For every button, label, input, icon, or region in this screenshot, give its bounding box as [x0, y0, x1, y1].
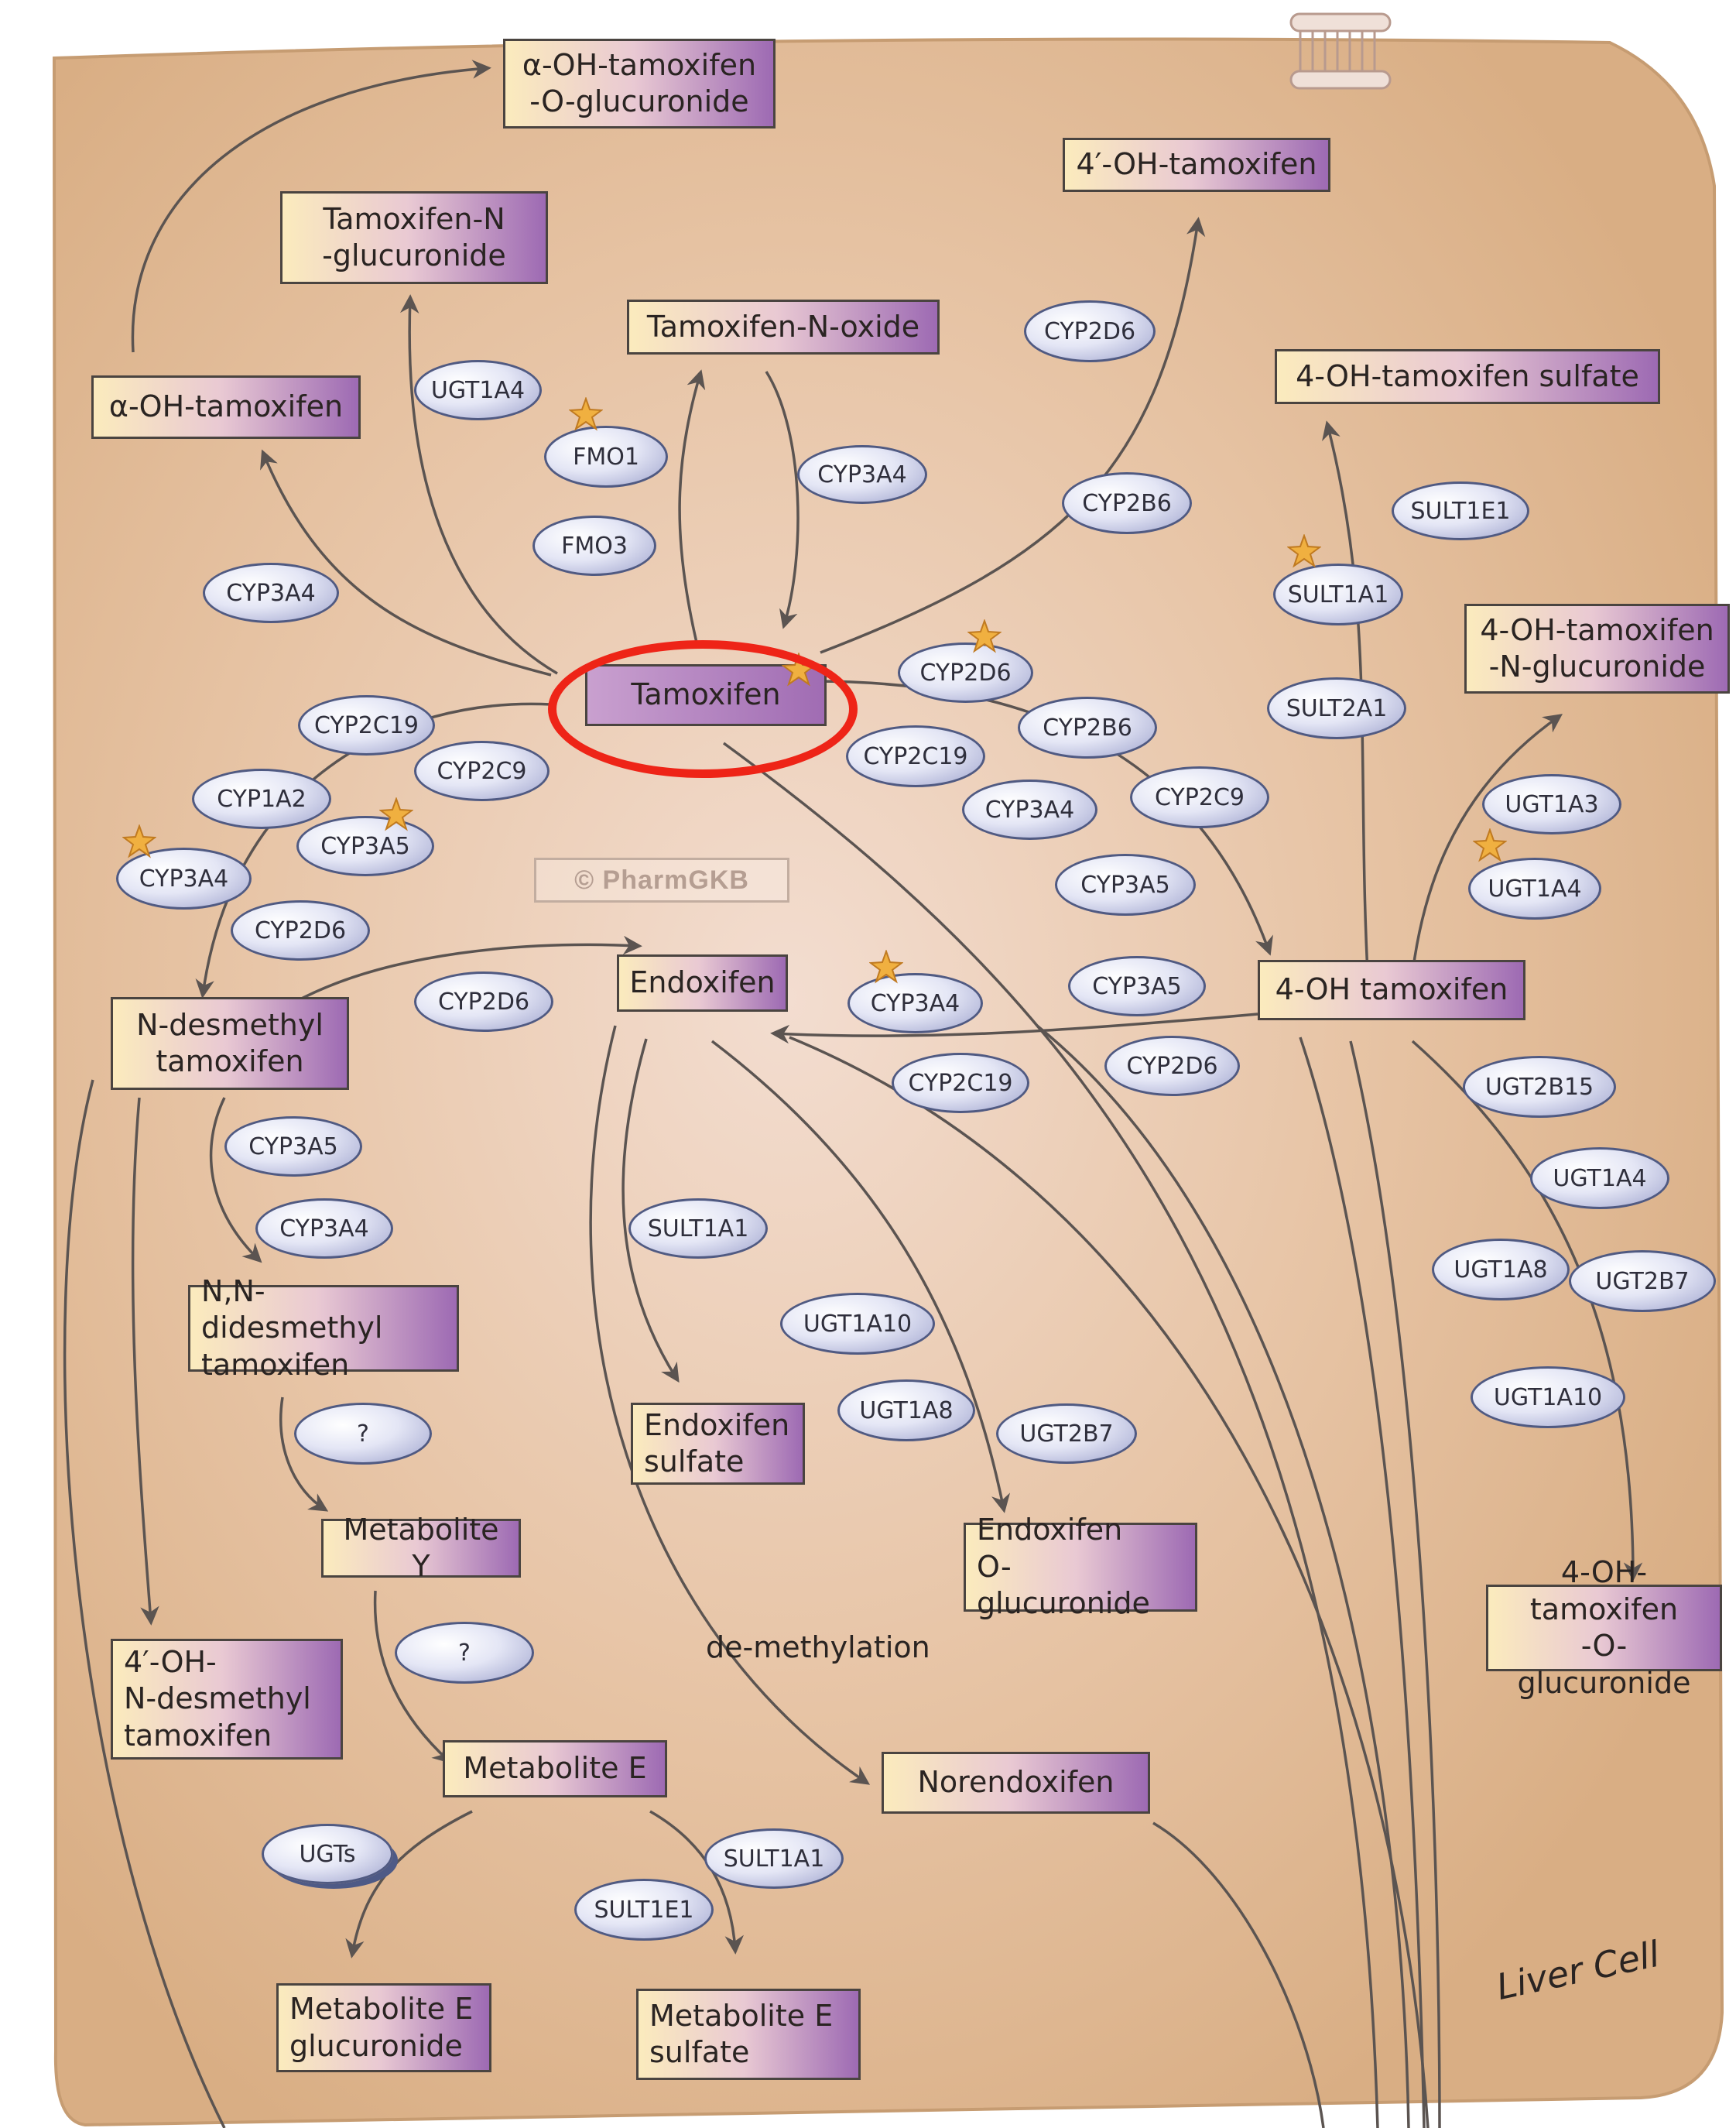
metabolite-n-desmethyl-tamoxifen: N-desmethyl tamoxifen	[111, 997, 349, 1090]
enzyme-unknown: ?	[294, 1403, 432, 1465]
metabolite-4prime-oh-n-desmethyl-tamoxifen: 4′-OH- N-desmethyl tamoxifen	[111, 1639, 343, 1760]
enzyme-sult1a1: SULT1A1	[628, 1198, 768, 1259]
enzyme-cyp3a5: CYP3A5	[1055, 854, 1196, 916]
enzyme-ugt1a4: UGT1A4	[1468, 858, 1601, 920]
enzyme-ugt1a4: UGT1A4	[1530, 1147, 1669, 1209]
enzyme-cyp2b6: CYP2B6	[1062, 472, 1192, 534]
enzyme-cyp3a4: CYP3A4	[203, 563, 339, 623]
enzyme-cyp1a2: CYP1A2	[192, 769, 331, 829]
metabolite-4-oh-tamoxifen-o-glucuronide: 4-OH-tamoxifen -O-glucuronide	[1486, 1555, 1722, 1700]
enzyme-cyp2d6: CYP2D6	[898, 643, 1033, 703]
enzyme-ugt2b7: UGT2B7	[1569, 1250, 1716, 1312]
enzyme-ugt2b15: UGT2B15	[1463, 1056, 1616, 1118]
enzyme-cyp2c19: CYP2C19	[846, 725, 985, 787]
enzyme-ugt2b7: UGT2B7	[996, 1403, 1137, 1464]
metabolite-alpha-oh-tamoxifen: α-OH-tamoxifen	[91, 375, 361, 439]
enzyme-cyp2c19: CYP2C19	[298, 695, 435, 756]
enzyme-cyp2c9: CYP2C9	[1130, 766, 1269, 828]
enzyme-cyp3a5: CYP3A5	[224, 1116, 362, 1177]
metabolite-4prime-oh-tamoxifen: 4′-OH-tamoxifen	[1063, 138, 1330, 192]
enzyme-cyp2d6: CYP2D6	[231, 900, 370, 961]
tamoxifen-highlight-ring	[548, 640, 858, 778]
pharmgkb-credit: © PharmGKB	[534, 858, 789, 903]
enzyme-cyp3a4: CYP3A4	[255, 1198, 393, 1259]
enzyme-ugt1a3: UGT1A3	[1482, 774, 1621, 834]
metabolite-y: Metabolite Y	[321, 1513, 521, 1583]
enzyme-fmo3: FMO3	[532, 516, 656, 576]
metabolite-alpha-oh-tamoxifen-o-glucuronide: α-OH-tamoxifen -O-glucuronide	[503, 39, 776, 129]
metabolite-e-sulfate: Metabolite E sulfate	[636, 1989, 861, 2080]
metabolite-endoxifen: Endoxifen	[617, 954, 788, 1012]
enzyme-cyp3a4: CYP3A4	[116, 848, 252, 910]
metabolite-norendoxifen: Norendoxifen	[882, 1752, 1150, 1814]
enzyme-ugt1a8: UGT1A8	[1432, 1239, 1570, 1300]
enzyme-unknown: ?	[395, 1622, 534, 1684]
enzyme-sult1a1: SULT1A1	[1273, 564, 1403, 625]
transporter-icon	[1289, 12, 1392, 90]
metabolite-4-oh-tamoxifen-sulfate: 4-OH-tamoxifen sulfate	[1275, 349, 1660, 404]
enzyme-cyp2d6: CYP2D6	[414, 971, 553, 1032]
enzyme-ugt1a10: UGT1A10	[780, 1293, 935, 1355]
enzyme-cyp2c9: CYP2C9	[414, 741, 550, 801]
enzyme-cyp2d6: CYP2D6	[1104, 1036, 1240, 1096]
metabolite-endoxifen-sulfate: Endoxifen sulfate	[631, 1403, 805, 1485]
enzyme-ugt1a4: UGT1A4	[414, 360, 542, 420]
metabolite-e: Metabolite E	[443, 1740, 667, 1797]
enzyme-cyp3a5: CYP3A5	[296, 816, 434, 876]
de-methylation-label: de-methylation	[706, 1630, 930, 1664]
metabolite-4-oh-tamoxifen: 4-OH tamoxifen	[1258, 960, 1525, 1020]
enzyme-cyp3a4: CYP3A4	[797, 445, 927, 504]
enzyme-ugt1a10: UGT1A10	[1471, 1366, 1625, 1428]
enzyme-cyp3a4: CYP3A4	[847, 973, 983, 1033]
metabolite-tamoxifen-n-oxide: Tamoxifen-N-oxide	[627, 300, 940, 355]
enzyme-ugt1a8: UGT1A8	[837, 1379, 975, 1441]
metabolite-nn-didesmethyl-tamoxifen: N,N-didesmethyl tamoxifen	[188, 1274, 459, 1382]
metabolite-e-glucuronide: Metabolite E glucuronide	[276, 1983, 491, 2072]
enzyme-cyp2c19: CYP2C19	[892, 1053, 1029, 1113]
metabolite-endoxifen-o-glucuronide: Endoxifen O-glucuronide	[964, 1513, 1197, 1620]
enzyme-cyp2b6: CYP2B6	[1018, 697, 1157, 759]
enzyme-sult1e1: SULT1E1	[574, 1879, 714, 1941]
metabolite-4-oh-tamoxifen-n-glucuronide: 4-OH-tamoxifen -N-glucuronide	[1464, 604, 1730, 694]
exit-lines	[63, 742, 1441, 2128]
enzyme-fmo1: FMO1	[544, 426, 668, 488]
enzyme-cyp3a4: CYP3A4	[962, 780, 1097, 840]
enzyme-cyp2d6: CYP2D6	[1024, 300, 1156, 362]
metabolite-tamoxifen-n-glucuronide: Tamoxifen-N -glucuronide	[280, 191, 548, 284]
enzyme-sult1e1: SULT1E1	[1392, 481, 1529, 540]
enzyme-sult2a1: SULT2A1	[1267, 677, 1406, 739]
enzyme-cyp3a5: CYP3A5	[1068, 956, 1206, 1016]
enzyme-ugts: UGTs	[262, 1824, 393, 1884]
enzyme-sult1a1: SULT1A1	[704, 1828, 844, 1889]
